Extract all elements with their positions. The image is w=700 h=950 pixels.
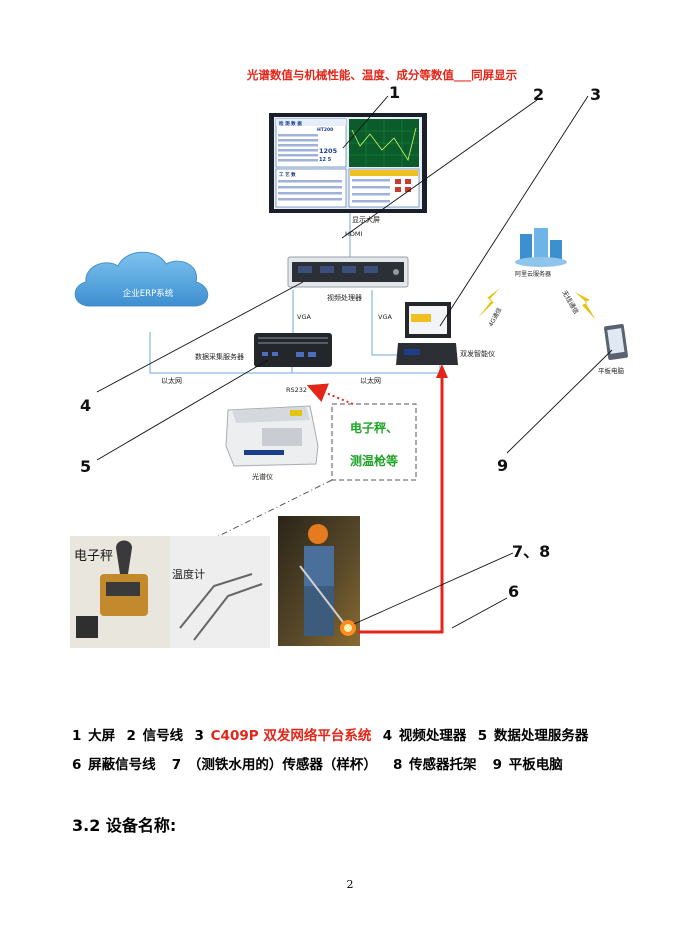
display-label: 显示大屏: [352, 215, 380, 224]
tablet-icon: [603, 324, 629, 360]
photo-scale-label: 电子秤: [74, 549, 113, 564]
legend-9-num: 9: [492, 757, 503, 773]
legend-3-num: 3: [194, 728, 204, 744]
photo-thermo-label: 温度计: [172, 567, 205, 581]
screen-panel-title: 工 艺 数: [279, 171, 296, 178]
callout-3: 3: [590, 85, 601, 104]
legend-8-num: 8: [392, 757, 403, 773]
callout-7-8: 7、8: [512, 542, 550, 561]
legend-3-text: C409P 双发网络平台系统: [210, 728, 372, 744]
system-diagram: 光谱数值与机械性能、温度、成分等数值___同屏显示 检 测 数 据 HT200 …: [70, 68, 629, 648]
box-label-line2: 测温枪等: [350, 453, 398, 468]
legend-8-text: 传感器托架: [409, 757, 477, 773]
callout-2: 2: [533, 85, 544, 104]
erp-cloud: [74, 251, 209, 307]
rs232-label: RS232: [286, 386, 307, 394]
spectrometer: [225, 405, 319, 467]
box-label-line1: 电子秤、: [350, 420, 398, 435]
screen-header-left: 检 测 数 据: [279, 120, 302, 127]
legend-9-text: 平板电脑: [508, 757, 563, 773]
callout-9: 9: [497, 456, 508, 475]
legend-4-text: 视频处理器: [398, 728, 467, 744]
screen-header-center: HT200: [317, 127, 333, 133]
dual-instrument: [396, 302, 458, 365]
video-processor: [287, 256, 409, 288]
callout-5: 5: [80, 457, 91, 476]
section-heading: 3.2 设备名称:: [72, 816, 177, 835]
legend-1-text: 大屏: [88, 728, 116, 744]
cloud-server-label: 阿里云服务器: [515, 270, 551, 278]
dash-dot-connector: [169, 479, 333, 561]
net-4g-label: 4G通信: [487, 306, 504, 328]
tablet-label: 平板电脑: [598, 366, 625, 375]
callout-lines: [96, 95, 613, 629]
signal-wireless-icon: [575, 292, 596, 320]
screen-small-value: 12 5: [319, 157, 332, 163]
worker-photo: [278, 516, 360, 646]
top-caption: 光谱数值与机械性能、温度、成分等数值___同屏显示: [246, 68, 518, 83]
legend-line-2: 6 屏蔽信号线 7 （测铁水用的）传感器（样杯） 8 传感器托架 9 平板电脑: [72, 753, 565, 773]
rs232-dotted-arrow: [306, 383, 354, 405]
legend-5-num: 5: [477, 728, 488, 744]
page-number: 2: [346, 878, 354, 891]
legend-7-num: 7: [171, 757, 182, 773]
legend-1-num: 1: [72, 728, 82, 744]
display-screen: 检 测 数 据 HT200 1205 12 5 工 艺 数: [269, 113, 427, 213]
legend-6-num: 6: [72, 757, 82, 773]
spectrometer-label: 光谱仪: [252, 472, 273, 481]
cloud-server-icon: [515, 228, 567, 267]
dual-instrument-label: 双发智能仪: [460, 349, 495, 358]
legend-2-num: 2: [126, 728, 136, 744]
legend-5-text: 数据处理服务器: [493, 728, 589, 744]
wireless-label: 无线通信: [560, 289, 581, 316]
callout-6: 6: [508, 582, 519, 601]
legend-7-text: （测铁水用的）传感器（样杯）: [187, 757, 377, 773]
transmission-arrow: [358, 364, 448, 634]
erp-label: 企业ERP系统: [123, 288, 174, 299]
callout-1: 1: [389, 83, 400, 102]
hdmi-label: HDMI: [345, 230, 363, 238]
vga-left-label: VGA: [297, 313, 311, 321]
ethernet-right-label: 以太网: [360, 376, 381, 385]
scale-photo: [70, 536, 270, 648]
sensor-box: [331, 403, 417, 481]
screen-hardness: 1205: [319, 147, 338, 155]
legend-2-text: 信号线: [142, 728, 184, 744]
data-server: [254, 333, 332, 367]
video-processor-label: 视频处理器: [327, 293, 362, 302]
callout-4: 4: [80, 396, 91, 415]
legend-4-num: 4: [382, 728, 393, 744]
ethernet-left-label: 以太网: [161, 376, 182, 385]
vga-right-label: VGA: [378, 313, 392, 321]
data-server-label: 数据采集服务器: [195, 352, 244, 361]
legend-line-1: 1 大屏 2 信号线 3 C409P 双发网络平台系统 4 视频处理器 5 数据…: [72, 724, 590, 744]
legend-6-text: 屏蔽信号线: [88, 757, 156, 773]
